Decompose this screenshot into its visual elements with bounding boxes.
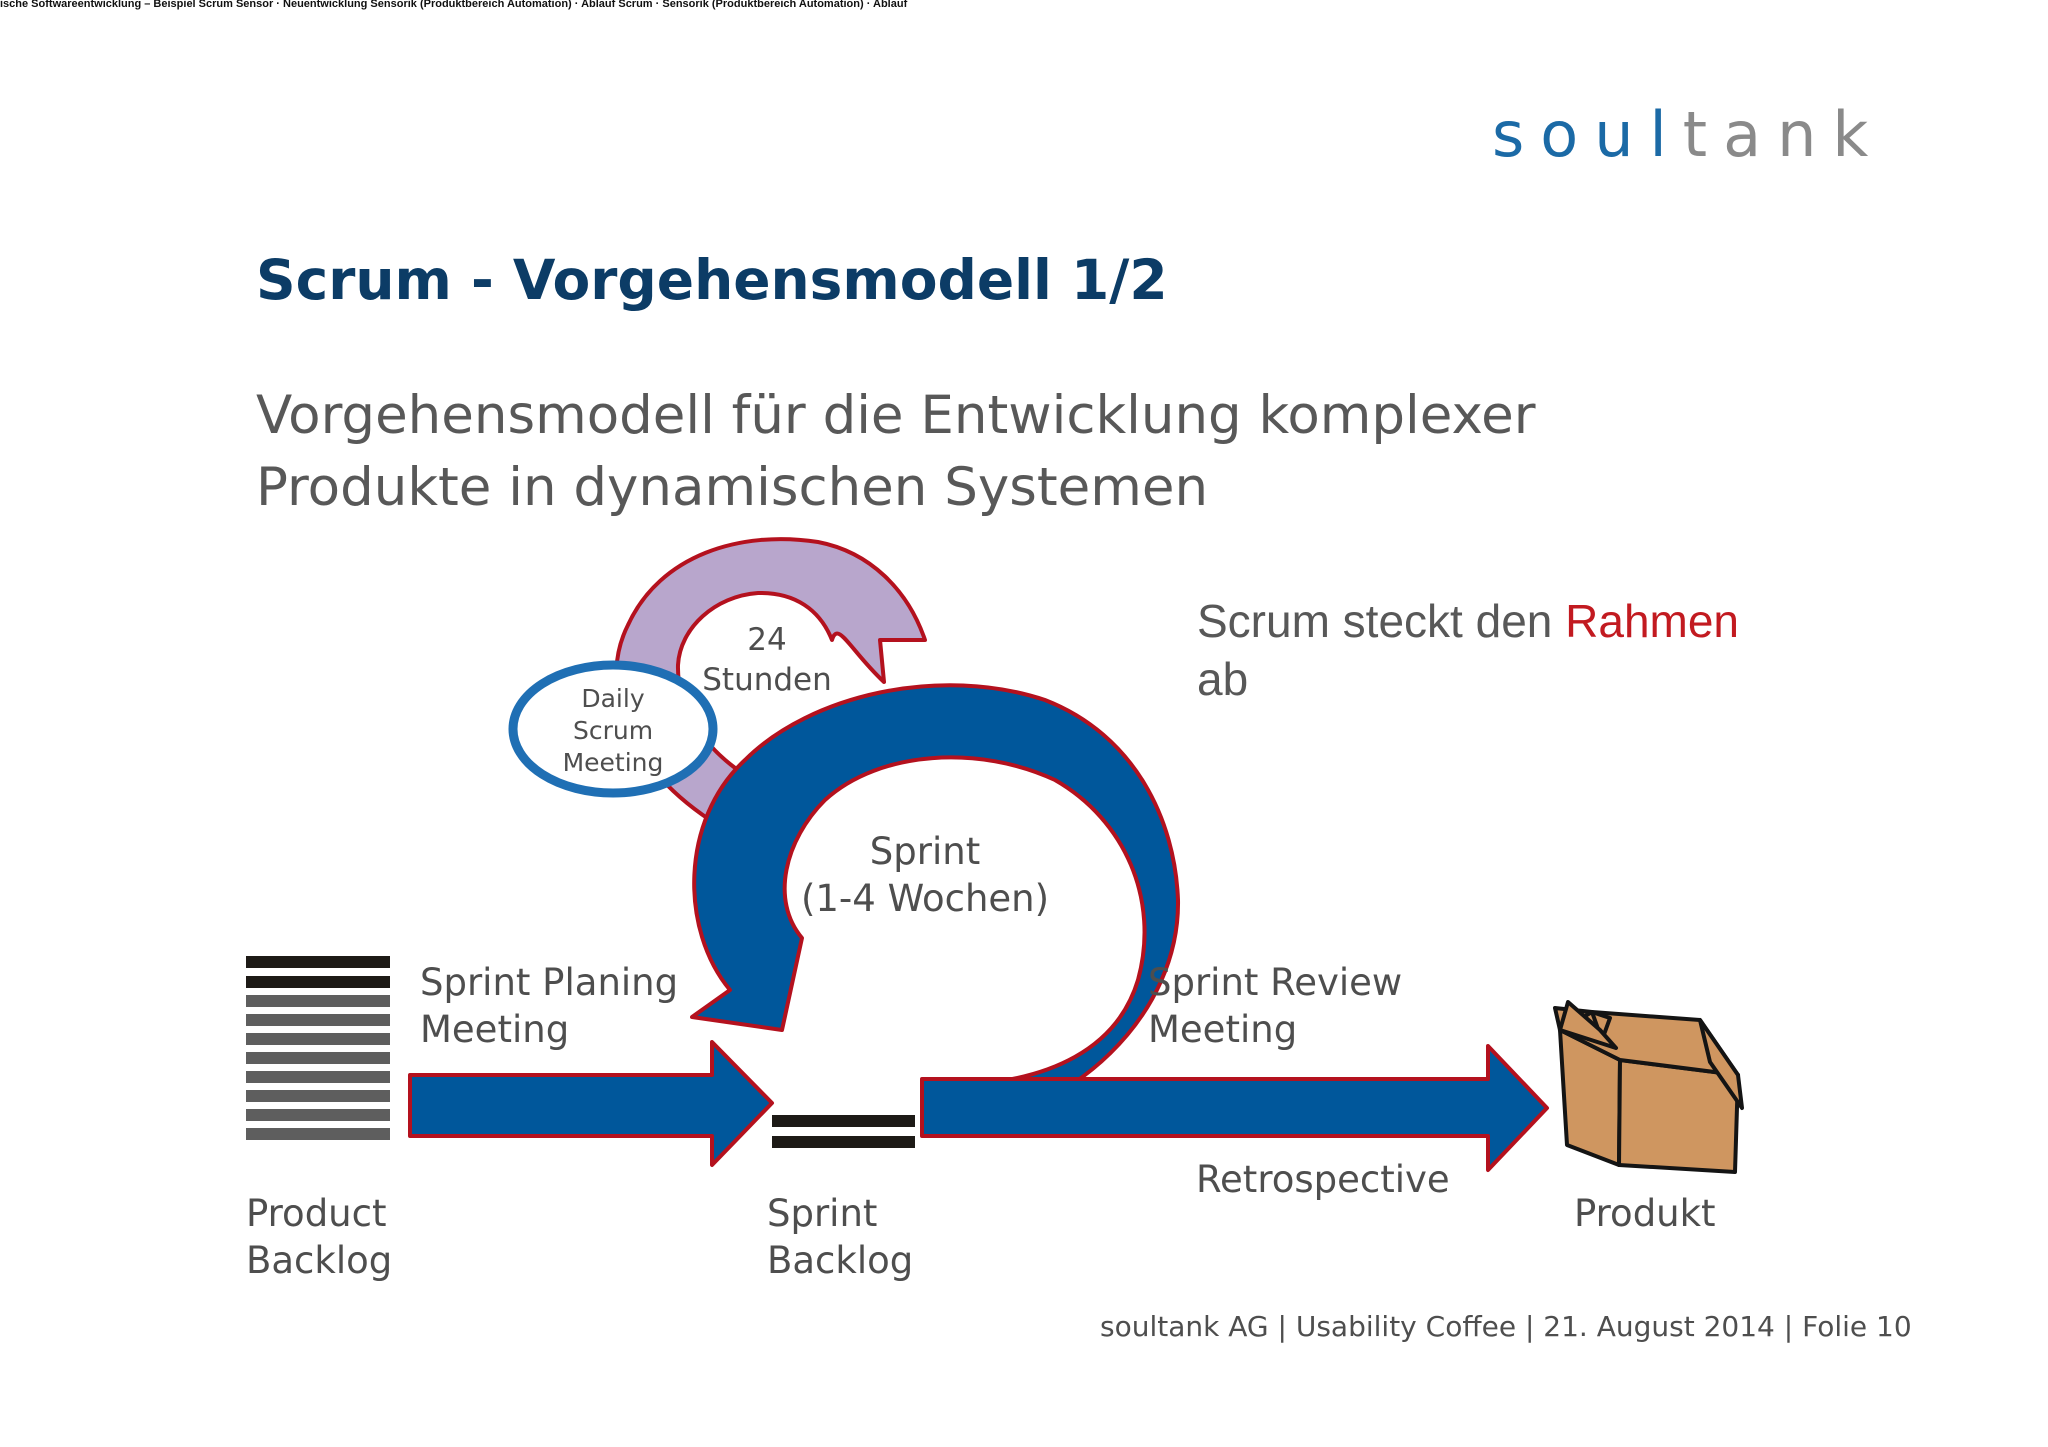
cycle-line-1: 24	[747, 622, 786, 658]
daily-line-2: Scrum	[573, 716, 653, 745]
subtitle-line-2: Produkte in dynamischen Systemen	[256, 457, 1209, 518]
cycle-line-2: Stunden	[702, 662, 832, 698]
planning-label-line-1: Sprint Planing	[420, 961, 678, 1004]
product-label: Produkt	[1574, 1192, 1716, 1235]
slide-footer: soultank AG | Usability Coffee | 21. Aug…	[1100, 1310, 1912, 1343]
logo-text-tank: tank	[1682, 98, 1885, 171]
subtitle-line-1: Vorgehensmodell für die Entwicklung komp…	[256, 385, 1536, 446]
product-backlog-stack-icon	[246, 956, 390, 1140]
retrospective-label: Retrospective	[1196, 1158, 1450, 1201]
review-label-line-2: Meeting	[1148, 1008, 1297, 1051]
note-prefix: Scrum steckt den	[1197, 595, 1566, 647]
sprint-backlog-label-line-2: Backlog	[767, 1239, 913, 1282]
top-strip-text: ische Softwareentwicklung – Beispiel Scr…	[0, 0, 908, 10]
sprint-backlog-label-line-1: Sprint	[767, 1192, 877, 1235]
framework-note: Scrum steckt den Rahmen ab	[1197, 592, 1739, 708]
logo-text-soul: soul	[1492, 98, 1683, 171]
product-backlog-label-line-1: Product	[246, 1192, 386, 1235]
sprint-line-2: (1-4 Wochen)	[801, 877, 1049, 920]
planning-arrow	[408, 1040, 774, 1167]
daily-line-3: Meeting	[563, 748, 664, 777]
sprint-cycle-arrow	[690, 683, 1181, 1138]
daily-scrum-ring	[508, 660, 718, 798]
product-box-icon	[1553, 1000, 1744, 1174]
slide-subtitle: Vorgehensmodell für die Entwicklung komp…	[256, 380, 1536, 524]
review-label-line-1: Sprint Review	[1148, 961, 1402, 1004]
soultank-logo: soultank	[1492, 98, 1884, 171]
review-arrow	[920, 1044, 1549, 1172]
daily-line-1: Daily	[581, 684, 644, 713]
slide-title: Scrum - Vorgehensmodell 1/2	[256, 248, 1168, 312]
product-backlog-label-line-2: Backlog	[246, 1239, 392, 1282]
note-suffix: ab	[1197, 653, 1249, 705]
sprint-backlog-icon	[772, 1115, 915, 1148]
sprint-line-1: Sprint	[870, 830, 980, 873]
note-highlight: Rahmen	[1565, 595, 1740, 647]
planning-label-line-2: Meeting	[420, 1008, 569, 1051]
